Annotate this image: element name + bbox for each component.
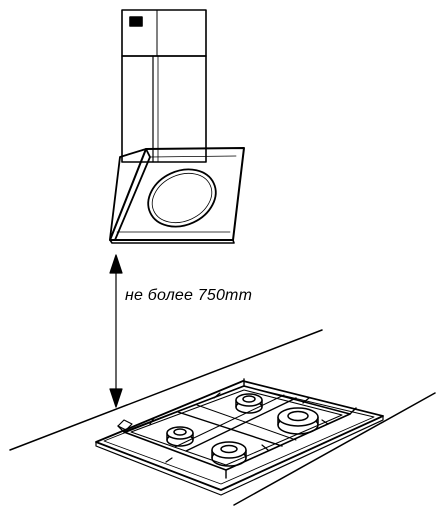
control-panel-icon (129, 16, 143, 27)
countertop (9, 329, 436, 506)
burner-back-right (277, 407, 319, 435)
dimension-arrow (109, 254, 123, 408)
hob-grate (117, 378, 357, 479)
countertop-front-edge (233, 392, 436, 506)
burner-front-left (166, 426, 194, 447)
burner-back-left (235, 393, 263, 414)
lower-duct (121, 55, 207, 163)
chimney-duct (121, 9, 207, 163)
countertop-back-edge (9, 329, 323, 451)
dimension-label: не более 750mm (125, 287, 253, 304)
hood-canopy (109, 147, 245, 244)
arrow-head-up (109, 254, 123, 274)
hob-knob (117, 419, 133, 431)
gas-hob (95, 378, 384, 496)
arrow-head-down (109, 388, 123, 408)
filter-oval (147, 168, 217, 228)
burner-front-right (211, 441, 247, 467)
